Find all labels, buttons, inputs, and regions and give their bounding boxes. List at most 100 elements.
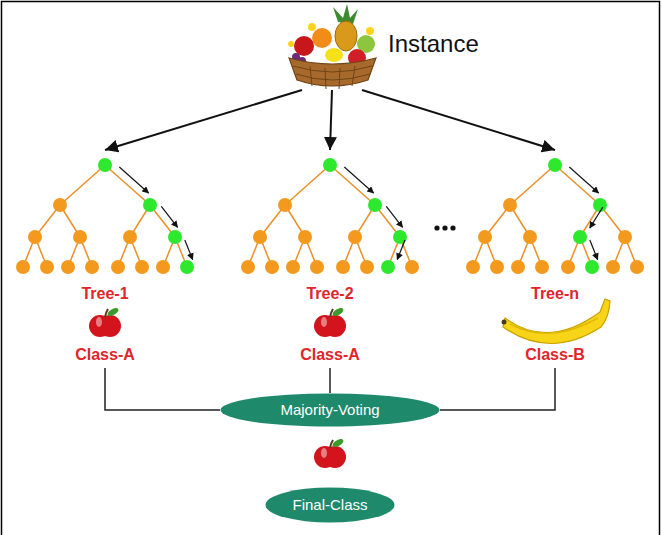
banana-ridge	[510, 318, 598, 333]
tree-node	[16, 260, 30, 274]
tree-node	[111, 260, 125, 274]
tree-node	[286, 260, 300, 274]
tree-node	[535, 260, 549, 274]
tree-node	[253, 230, 267, 244]
path-arrow	[386, 206, 402, 227]
node-label: Tree-2	[306, 285, 353, 303]
flow-arrow	[330, 90, 332, 150]
apple-stem	[330, 309, 333, 317]
node-label: Class-A	[300, 346, 360, 364]
tree-node	[478, 230, 492, 244]
tree-node	[503, 198, 517, 212]
apple-body	[324, 446, 346, 468]
tree-node	[310, 260, 324, 274]
active-tree-node	[143, 198, 157, 212]
tree-branch	[60, 165, 105, 205]
tree-branch	[285, 165, 330, 205]
instance-label: Instance	[283, 4, 493, 90]
tree-branch	[105, 165, 150, 205]
active-tree-node	[368, 198, 382, 212]
apple-shine	[96, 317, 102, 327]
tree-branch	[555, 165, 600, 205]
vote-line	[105, 368, 220, 410]
active-tree-node	[323, 158, 337, 172]
apple-leaf	[331, 437, 344, 448]
flow-arrow	[362, 90, 555, 150]
fruit-basket	[288, 4, 376, 89]
pineapple	[335, 21, 357, 51]
orange	[312, 28, 332, 48]
tree-node	[135, 260, 149, 274]
node-label: Class-B	[525, 346, 585, 364]
decision-tree: Tree-1Class-A	[10, 150, 200, 368]
apple-leaf	[106, 306, 119, 317]
node-label: Final-Class	[292, 496, 367, 513]
tree-graphic	[16, 158, 194, 274]
path-arrow	[185, 240, 193, 259]
basket	[289, 58, 376, 86]
active-tree-node	[381, 260, 395, 274]
node-label: Instance	[388, 30, 479, 58]
apple-stem	[105, 309, 108, 317]
dot	[450, 225, 455, 230]
active-tree-node	[168, 230, 182, 244]
vote-line	[440, 368, 555, 410]
apple	[294, 36, 314, 56]
tree-node	[336, 260, 350, 274]
tree-node	[123, 230, 137, 244]
apple-body	[324, 315, 346, 337]
tree-drawings	[16, 158, 644, 274]
tree-node	[511, 260, 525, 274]
decision-tree: Tree-nClass-B	[460, 150, 650, 368]
tree-node	[40, 260, 54, 274]
banana-tip	[502, 320, 507, 325]
tree-branch	[330, 165, 375, 205]
apple-shine	[321, 317, 327, 327]
apple-stem	[330, 440, 333, 448]
dot	[434, 225, 439, 230]
path-arrow	[590, 240, 598, 259]
voting-ellipse: Majority-Voting	[220, 393, 440, 427]
active-tree-node	[593, 198, 607, 212]
node-label: Majority-Voting	[280, 401, 379, 418]
vote-line	[329, 368, 331, 393]
apple-body	[99, 315, 121, 337]
active-tree-node	[573, 230, 587, 244]
active-tree-node	[180, 260, 194, 274]
active-tree-node	[98, 158, 112, 172]
tree-node	[466, 260, 480, 274]
tree-graphic	[241, 158, 419, 274]
ellipse-fill	[266, 488, 395, 523]
tree-node	[618, 230, 632, 244]
tree-node	[606, 260, 620, 274]
active-tree-node	[585, 260, 599, 274]
dot	[442, 225, 447, 230]
path-arrow	[119, 167, 148, 193]
ellipse-fill	[221, 394, 440, 427]
node-label: Tree-1	[81, 285, 128, 303]
tree-node	[28, 230, 42, 244]
tree-node	[156, 260, 170, 274]
flower	[288, 41, 294, 47]
tree-node	[61, 260, 75, 274]
tree-node	[490, 260, 504, 274]
tree-node	[278, 198, 292, 212]
tree-node	[298, 230, 312, 244]
apple-icon	[89, 306, 121, 337]
tree-graphic	[466, 158, 644, 274]
tree-node	[53, 198, 67, 212]
tree-branch	[510, 165, 555, 205]
tree-node	[630, 260, 644, 274]
apple-shine	[321, 448, 327, 458]
flower	[308, 23, 316, 31]
apple-icon	[314, 437, 346, 468]
tree-node	[241, 260, 255, 274]
tree-node	[85, 260, 99, 274]
tree-node	[523, 230, 537, 244]
lemon	[325, 48, 343, 62]
flow-arrow	[105, 90, 302, 150]
tree-node	[73, 230, 87, 244]
tree-node	[561, 260, 575, 274]
